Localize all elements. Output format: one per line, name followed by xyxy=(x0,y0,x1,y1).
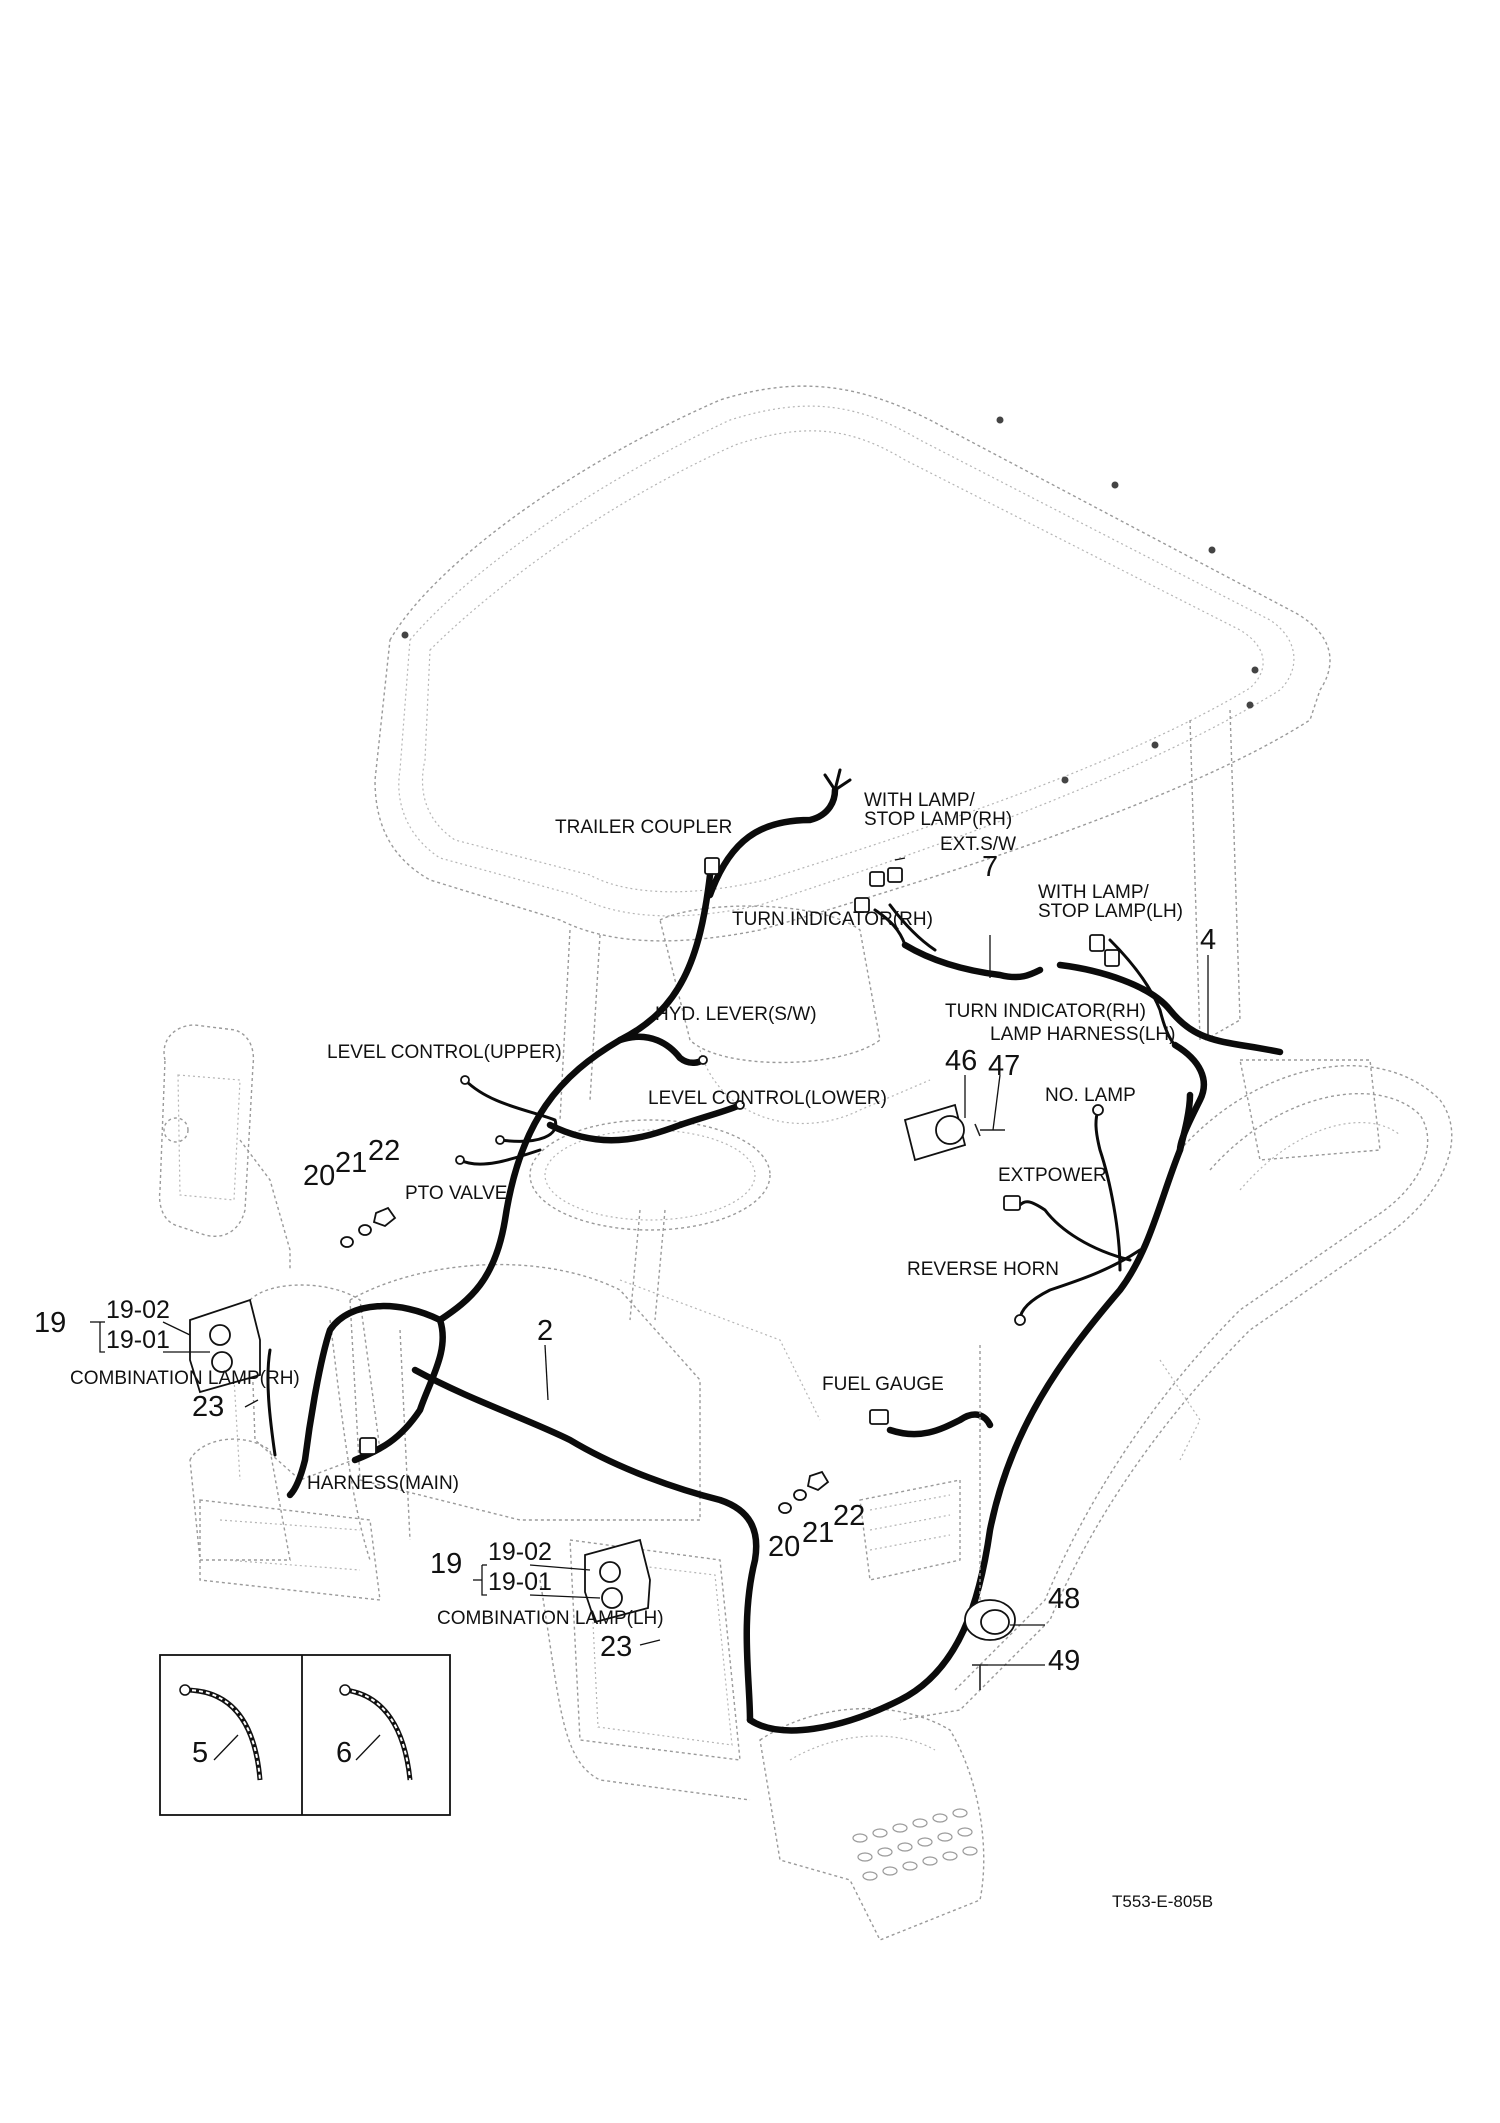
part-number-23-rh: 23 xyxy=(192,1391,224,1423)
label-level-control-upper: LEVEL CONTROL(UPPER) xyxy=(327,1042,562,1063)
tractor-outline xyxy=(158,385,1453,1941)
label-combination-lamp-lh: COMBINATION LAMP(LH) xyxy=(437,1608,664,1629)
label-trailer-coupler: TRAILER COUPLER xyxy=(555,817,732,838)
part-number-19-02-rh: 19-02 xyxy=(106,1296,170,1324)
label-harness-main: HARNESS(MAIN) xyxy=(307,1473,459,1494)
label-ext-power: EXTPOWER xyxy=(998,1165,1107,1186)
label-ext-sw: EXT.S/W xyxy=(940,834,1016,855)
part-number-19-02-lh: 19-02 xyxy=(488,1538,552,1566)
part-number-22-upper: 22 xyxy=(368,1135,400,1167)
label-combination-lamp-rh: COMBINATION LAMP(RH) xyxy=(70,1368,300,1389)
label-pto-valve: PTO VALVE xyxy=(405,1183,507,1204)
part-numbers: 7 4 46 47 20 21 22 2 19 19-02 19-01 23 2… xyxy=(34,851,1216,1769)
label-reverse-horn: REVERSE HORN xyxy=(907,1259,1059,1280)
part-number-4: 4 xyxy=(1200,924,1216,956)
connectors xyxy=(189,857,1120,1690)
label-no-lamp: NO. LAMP xyxy=(1045,1085,1136,1106)
label-fuel-gauge: FUEL GAUGE xyxy=(822,1374,944,1395)
part-number-47: 47 xyxy=(988,1050,1020,1082)
part-number-21-lower: 21 xyxy=(802,1517,834,1549)
label-hyd-lever: HYD. LEVER(S/W) xyxy=(655,1004,817,1025)
part-number-7: 7 xyxy=(982,851,998,883)
leader-lines xyxy=(90,857,1209,1761)
part-number-5: 5 xyxy=(192,1737,208,1769)
label-with-lamp-stop-rh-1: WITH LAMP/ xyxy=(864,790,976,811)
label-with-lamp-stop-rh-2: STOP LAMP(RH) xyxy=(864,809,1012,830)
part-number-6: 6 xyxy=(336,1737,352,1769)
part-number-20-upper: 20 xyxy=(303,1160,335,1192)
label-turn-indicator-rh-upper: TURN INDICATOR(RH) xyxy=(732,909,933,930)
part-number-20-lower: 20 xyxy=(768,1531,800,1563)
clamp-inset-box xyxy=(159,1654,451,1816)
part-number-19-01-rh: 19-01 xyxy=(106,1326,170,1354)
harness-wires xyxy=(266,768,1284,1734)
part-number-19-01-lh: 19-01 xyxy=(488,1568,552,1596)
part-number-2: 2 xyxy=(537,1315,553,1347)
label-with-lamp-stop-lh-1: WITH LAMP/ xyxy=(1038,882,1150,903)
label-level-control-lower: LEVEL CONTROL(LOWER) xyxy=(648,1088,887,1109)
part-number-21-upper: 21 xyxy=(335,1147,367,1179)
part-number-22-lower: 22 xyxy=(833,1500,865,1532)
part-number-46: 46 xyxy=(945,1045,977,1077)
label-turn-indicator-rh-lower: TURN INDICATOR(RH) xyxy=(945,1001,1146,1022)
part-number-19-lh: 19 xyxy=(430,1548,462,1580)
label-lamp-harness-lh: LAMP HARNESS(LH) xyxy=(990,1024,1175,1045)
part-number-48: 48 xyxy=(1048,1583,1080,1615)
part-number-23-lh: 23 xyxy=(600,1631,632,1663)
part-number-19-rh: 19 xyxy=(34,1307,66,1339)
label-with-lamp-stop-lh-2: STOP LAMP(LH) xyxy=(1038,901,1183,922)
part-number-49: 49 xyxy=(1048,1645,1080,1677)
figure-code: T553-E-805B xyxy=(1112,1892,1213,1911)
callout-labels: WITH LAMP/ STOP LAMP(RH) TRAILER COUPLER… xyxy=(70,790,1183,1629)
